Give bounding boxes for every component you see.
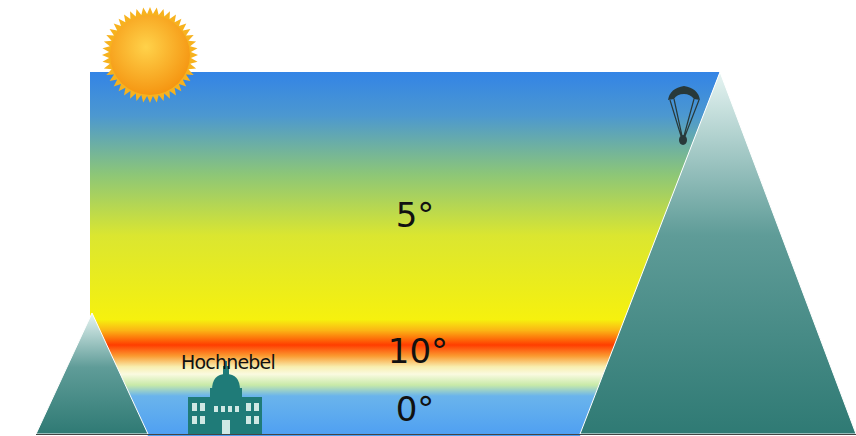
temperature-label: 0° [396, 392, 435, 426]
window [200, 403, 205, 411]
temperature-label: 5° [396, 198, 435, 232]
ground-line [36, 434, 856, 435]
paraglider-canopy [668, 86, 700, 100]
window [221, 406, 225, 412]
small-mountain [36, 313, 148, 434]
window [246, 403, 251, 411]
window [235, 406, 239, 412]
sun-rays [102, 7, 198, 103]
paraglider-lines [670, 99, 699, 136]
window [200, 416, 205, 424]
building-dome [212, 374, 240, 390]
window [228, 406, 232, 412]
building-center [210, 388, 242, 434]
temperature-label: 10° [388, 334, 448, 368]
parliament-building [188, 361, 262, 434]
big-mountain [580, 72, 856, 434]
sun [102, 7, 198, 103]
window [192, 403, 197, 411]
window [222, 420, 230, 434]
window [192, 416, 197, 424]
window [254, 416, 259, 424]
paraglider-pilot [679, 135, 687, 145]
building-windows [192, 403, 259, 434]
sun-disc [110, 15, 190, 95]
fog-label: Hochnebel [181, 353, 275, 372]
window [214, 406, 218, 412]
paraglider [668, 86, 700, 145]
window [254, 403, 259, 411]
window [246, 416, 251, 424]
